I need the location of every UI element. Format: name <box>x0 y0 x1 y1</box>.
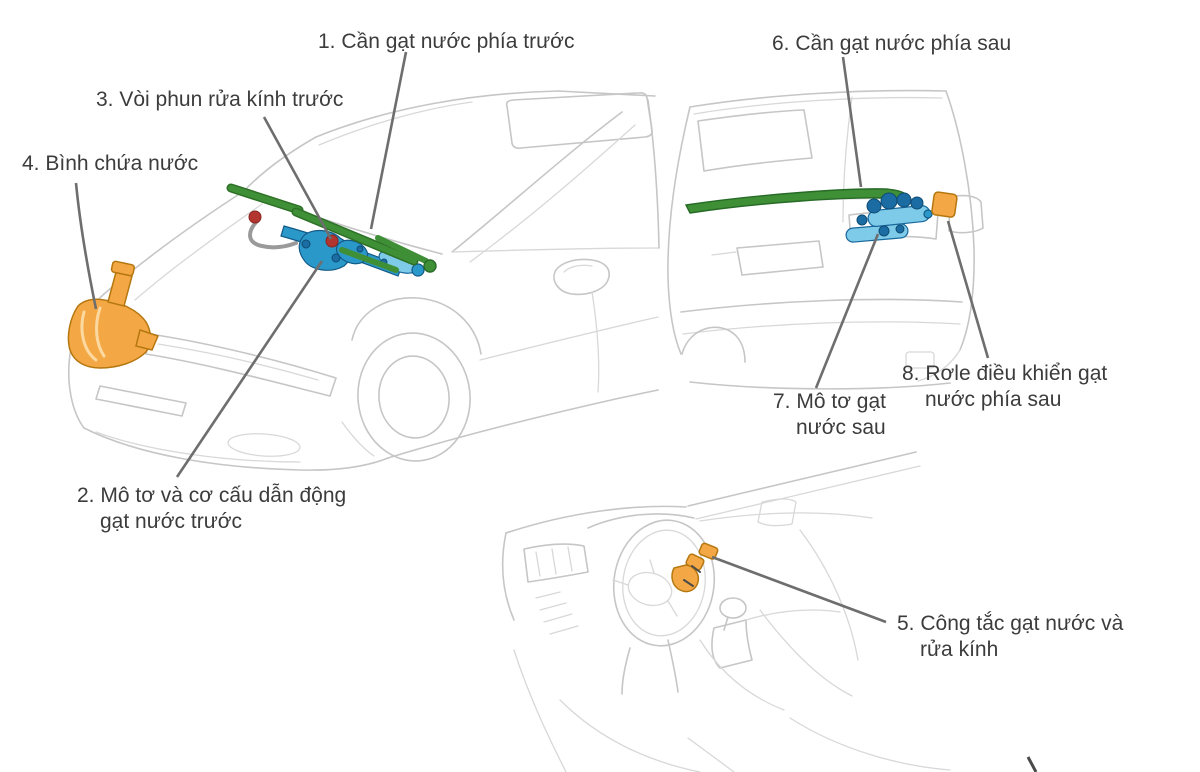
washer-fluid-reservoir <box>67 260 160 369</box>
label-front-wiper-motor: 2. Mô tơ và cơ cấu dẫn động gạt nước trư… <box>77 484 347 533</box>
dashboard-outline <box>501 451 951 772</box>
leader-line-4 <box>74 182 98 310</box>
leader-line-8 <box>946 220 990 359</box>
rear-wiper-motor <box>845 192 933 243</box>
front-wiper-blades <box>226 183 437 273</box>
leader-line-2 <box>175 260 324 478</box>
front-washer-hose <box>248 210 298 250</box>
rear-wiper-relay <box>931 191 958 218</box>
front-car-outline <box>67 90 660 471</box>
leader-line-1 <box>369 51 408 230</box>
label-front-wiper-arm: 1. Cần gạt nước phía trước <box>318 30 575 53</box>
label-washer-reservoir: 4. Bình chứa nước <box>22 152 199 175</box>
leader-lines <box>74 51 990 624</box>
leader-line-6 <box>841 56 863 188</box>
label-wiper-washer-switch: 5. Công tắc gạt nước và rửa kính <box>897 612 1124 661</box>
label-front-washer-nozzle: 3. Vòi phun rửa kính trước <box>96 88 344 111</box>
leader-line-5 <box>711 555 887 624</box>
leader-line-3 <box>262 116 333 240</box>
cropped-mark <box>1026 756 1038 772</box>
label-rear-wiper-arm: 6. Cần gạt nước phía sau <box>772 32 1012 55</box>
wiper-washer-switch <box>671 542 719 593</box>
rear-car-outline <box>667 89 984 390</box>
label-rear-wiper-motor: 7. Mô tơ gạt nước sau <box>773 390 886 439</box>
front-washer-nozzle <box>325 234 339 248</box>
label-rear-wiper-relay: 8. Rơle điều khiển gạt nước phía sau <box>902 362 1108 411</box>
leader-line-7 <box>814 233 880 389</box>
